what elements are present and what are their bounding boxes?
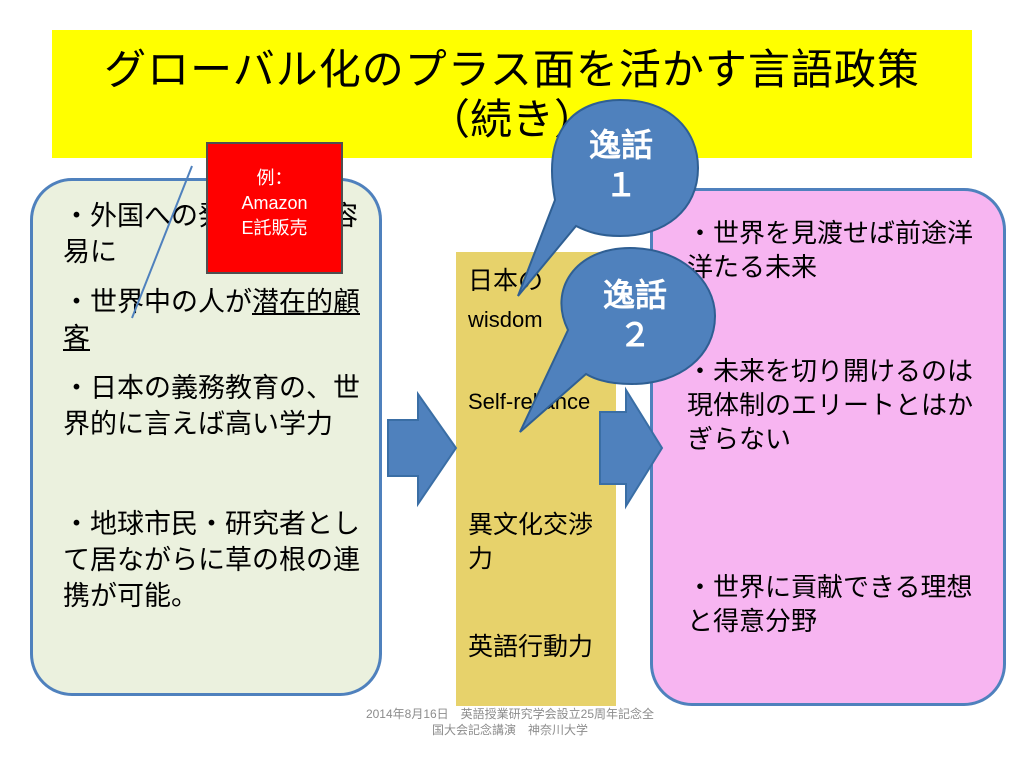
- right-item-2: ・未来を切り開けるのは現体制のエリートとはかぎらない: [687, 357, 974, 455]
- left-item-2: ・世界中の人が潜在的顧客: [63, 285, 377, 357]
- example-note-line-2: Amazon: [241, 193, 308, 213]
- bubble-2-label: 逸話: [602, 276, 667, 314]
- example-note-line-3: E託販売: [241, 218, 308, 238]
- left-item-2-prefix: ・世界中の人が: [63, 287, 252, 318]
- slide-title: グローバル化のプラス面を活かす言語政策: [104, 45, 920, 94]
- connector-line: [131, 165, 193, 319]
- bubble-2-number: ２: [618, 316, 651, 354]
- example-note-line-1: 例：: [256, 168, 293, 188]
- middle-item-3: 異文化交渉力: [468, 510, 594, 573]
- arrow-right-1: [387, 390, 458, 508]
- middle-item-2: Self-reliance: [468, 389, 591, 414]
- right-panel: ・世界を見渡せば前途洋洋たる未来 ・未来を切り開けるのは現体制のエリートとはかぎ…: [650, 188, 1006, 706]
- arrow-right-2: [599, 386, 664, 510]
- right-item-1: ・世界を見渡せば前途洋洋たる未来: [687, 219, 974, 283]
- middle-item-1-english: wisdom: [468, 307, 543, 332]
- example-note: 例： Amazon E託販売: [206, 142, 343, 274]
- speech-bubble-1: [517, 98, 700, 297]
- left-item-2-underlined: 潜在的顧客: [63, 287, 360, 354]
- bubble-1-label: 逸話: [588, 126, 653, 164]
- middle-item-4: 英語行動力: [468, 632, 594, 661]
- right-item-3: ・世界に貢献できる理想と得意分野: [687, 573, 973, 637]
- title-banner: グローバル化のプラス面を活かす言語政策 （続き）: [52, 30, 972, 158]
- footer-text: 2014年8月16日 英語授業研究学会設立25周年記念全国大会記念講演 神奈川大…: [365, 707, 655, 737]
- left-item-3: ・日本の義務教育の、世界的に言えば高い学力: [63, 373, 360, 440]
- bubble-1-number: １: [604, 166, 637, 204]
- speech-bubble-2: [519, 246, 717, 433]
- left-item-4: ・地球市民・研究者として居ながらに草の根の連携が可能。: [63, 509, 360, 612]
